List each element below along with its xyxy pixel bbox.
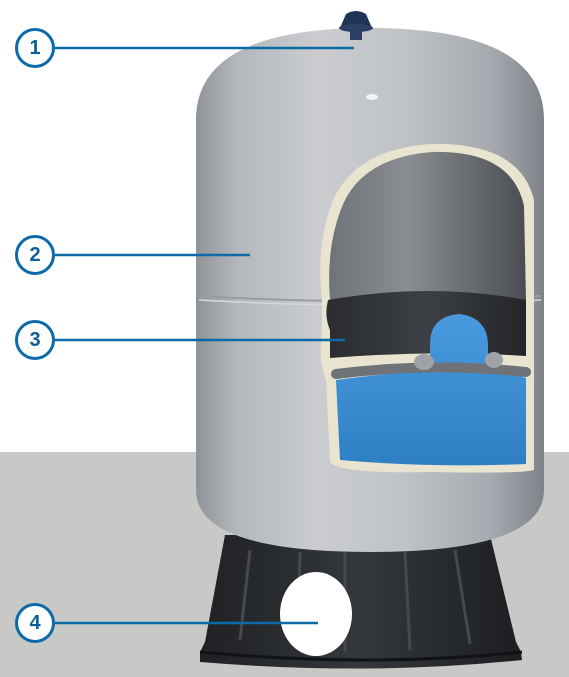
callout-1: 1 xyxy=(15,28,55,68)
callout-3: 3 xyxy=(15,320,55,360)
diaphragm-lug-left xyxy=(414,354,434,370)
base-stand xyxy=(200,535,522,669)
callout-2: 2 xyxy=(15,235,55,275)
diaphragm xyxy=(326,291,526,358)
tank-highlight xyxy=(366,94,378,100)
callout-4: 4 xyxy=(15,603,55,643)
diaphragm-lug-right xyxy=(485,352,503,368)
stand-opening xyxy=(280,572,352,656)
